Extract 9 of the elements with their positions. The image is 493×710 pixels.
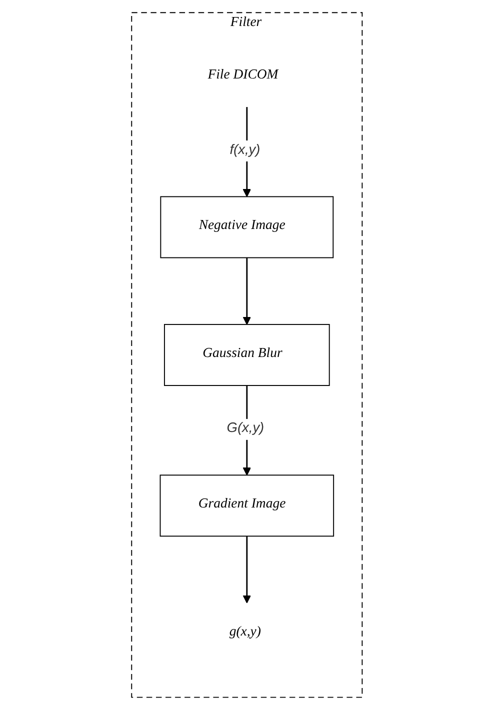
- node-box: Gradient Image: [159, 474, 334, 537]
- arrow: [242, 536, 251, 604]
- edge-label: f(x,y): [229, 142, 260, 158]
- node-box: Negative Image: [160, 196, 334, 258]
- node-box: Gaussian Blur: [164, 324, 330, 386]
- arrow: [242, 258, 251, 325]
- node-text: File DICOM: [207, 67, 278, 82]
- edge-label: G(x,y): [226, 420, 264, 436]
- node-text: g(x,y): [228, 624, 261, 640]
